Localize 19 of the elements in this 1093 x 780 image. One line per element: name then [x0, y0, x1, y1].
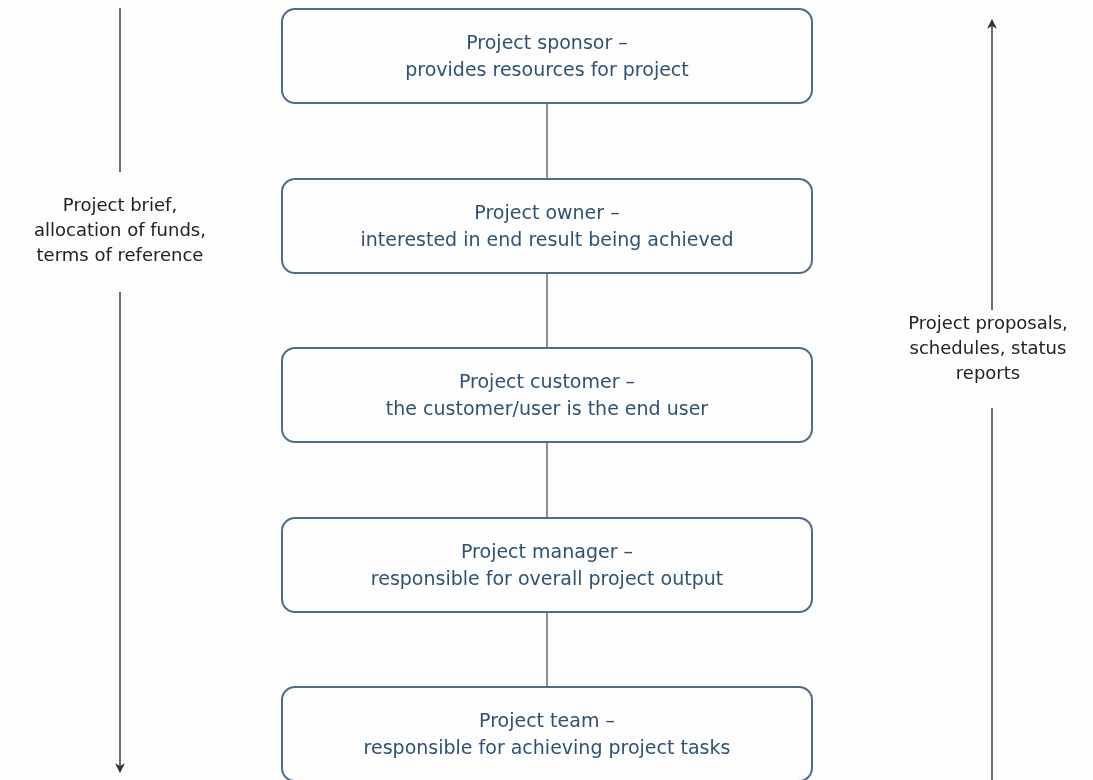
- role-box: [281, 178, 813, 274]
- role-title: Project sponsor –: [466, 30, 628, 56]
- connector-line: [546, 442, 548, 518]
- role-description: responsible for achieving project tasks: [363, 735, 731, 760]
- role-title: Project team –: [479, 708, 615, 734]
- role-title: Project manager –: [461, 539, 633, 565]
- role-description: interested in end result being achieved: [360, 227, 734, 252]
- role-box: [281, 686, 813, 780]
- role-box: [281, 347, 813, 443]
- role-box: [281, 8, 813, 104]
- role-description: responsible for overall project output: [370, 566, 724, 591]
- role-title: Project owner –: [474, 200, 620, 226]
- connector-line: [546, 273, 548, 348]
- role-description: the customer/user is the end user: [385, 396, 709, 421]
- role-title: Project customer –: [458, 369, 636, 395]
- connector-line: [546, 612, 548, 687]
- role-box: [281, 517, 813, 613]
- connector-line: [546, 103, 548, 179]
- role-description: provides resources for project: [405, 57, 689, 82]
